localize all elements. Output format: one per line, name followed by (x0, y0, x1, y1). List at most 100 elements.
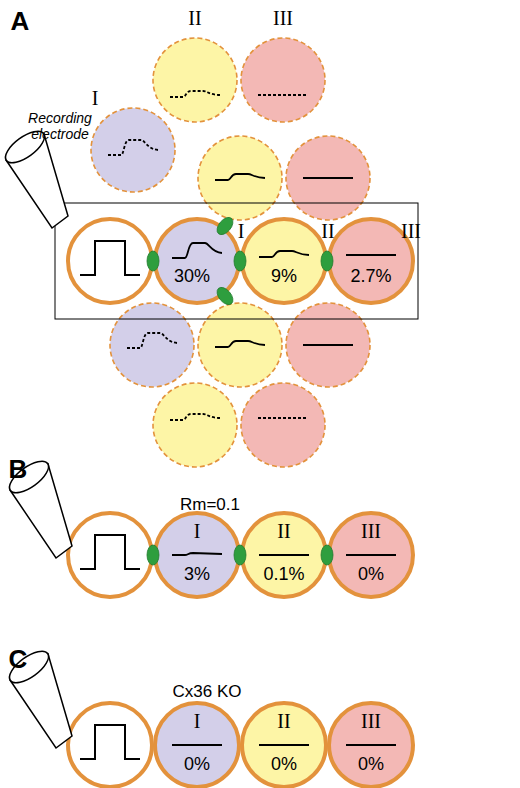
recorded-cell (68, 703, 152, 787)
cell-number: II (277, 520, 290, 542)
cell-circle (241, 38, 325, 122)
coupling-percent: 2.7% (350, 267, 391, 287)
coupling-percent: 3% (184, 565, 210, 585)
gap-junction (321, 545, 333, 565)
recorded-cell (68, 513, 152, 597)
cell-node: II 0.1% (240, 511, 328, 599)
cell-circle (242, 219, 326, 303)
voltage-trace (259, 744, 309, 746)
cell-number: I (92, 87, 99, 109)
panel-letter: A (11, 7, 30, 37)
neighbor-cell (241, 383, 325, 467)
current-pulse (80, 535, 140, 569)
gap-junction (214, 284, 236, 307)
cell-node: II (151, 36, 239, 124)
cell-circle (242, 513, 326, 597)
cell-number: III (361, 520, 381, 542)
cell-node: I 3% (153, 511, 241, 599)
voltage-trace (108, 140, 158, 155)
current-pulse (80, 241, 140, 275)
voltage-trace (346, 554, 396, 556)
cell-circle (91, 108, 175, 192)
recording-electrode (5, 645, 72, 748)
voltage-trace (172, 243, 222, 258)
cell-circle (329, 513, 413, 597)
cell-number: II (188, 7, 201, 29)
voltage-trace (172, 553, 222, 555)
cell-node: III 0% (327, 511, 415, 599)
cell-outline (240, 217, 328, 305)
cell-node: III2.7% (327, 217, 415, 305)
coupling-percent: 0% (271, 755, 297, 775)
cell-node: III 0% (327, 701, 415, 788)
cell-circle (242, 703, 326, 787)
condition-label: Cx36 KO (173, 682, 242, 702)
cell-circle (155, 703, 239, 787)
coupling-percent: 0% (358, 565, 384, 585)
electrode-opening (5, 455, 54, 498)
cell-node: II 0% (240, 701, 328, 788)
neighbor-cell (198, 136, 282, 220)
voltage-trace (215, 341, 265, 347)
voltage-trace (127, 333, 177, 348)
cell-circle (329, 703, 413, 787)
cell-outline (239, 36, 327, 124)
gap-junction (214, 214, 236, 237)
cell-node: I0% (153, 701, 241, 788)
neighbor-cell (286, 136, 370, 220)
voltage-trace (258, 94, 308, 96)
neighbor-cell (198, 303, 282, 387)
cell-circle (329, 219, 413, 303)
neighbor-cell (110, 303, 194, 387)
coupling-percent: 0% (358, 755, 384, 775)
voltage-trace (258, 417, 308, 419)
electrode-label: Recording electrode (20, 110, 100, 142)
cell-number: I (238, 220, 245, 242)
cell-number: I (194, 520, 201, 542)
electrode-body (6, 134, 68, 228)
voltage-trace (170, 414, 220, 420)
cell-node: I30% (153, 217, 241, 305)
cell-circle (155, 219, 239, 303)
voltage-trace (346, 744, 396, 746)
recorded-cell (68, 219, 152, 303)
cell-outline (89, 106, 177, 194)
neighbor-cell (153, 383, 237, 467)
cell-node: I (89, 106, 177, 194)
voltage-trace (303, 344, 353, 346)
voltage-trace (215, 174, 265, 180)
cell-circle (155, 513, 239, 597)
gap-junction (147, 545, 159, 565)
cell-number: II (277, 710, 290, 732)
gap-junction (147, 251, 159, 271)
coupling-percent: 30% (174, 267, 210, 287)
condition-label: Rm=0.1 (180, 495, 240, 515)
voltage-trace (259, 554, 309, 556)
cell-node: III (239, 36, 327, 124)
voltage-trace (172, 744, 222, 746)
cell-number: II (321, 220, 334, 242)
panel-letter: B (9, 455, 28, 485)
cell-number: III (401, 220, 421, 242)
neighbor-cell (286, 303, 370, 387)
voltage-trace (259, 251, 309, 257)
cell-circle (153, 38, 237, 122)
coupling-percent: 9% (271, 267, 297, 287)
coupling-percent: 0.1% (263, 565, 304, 585)
gap-junction (234, 545, 246, 565)
panel-letter: C (9, 645, 28, 675)
cell-number: III (273, 7, 293, 29)
row-frame (55, 203, 418, 319)
gap-junction (234, 251, 246, 271)
cell-number: III (361, 710, 381, 732)
cell-outline (153, 217, 241, 305)
voltage-trace (303, 177, 353, 179)
current-pulse (80, 725, 140, 759)
cell-number: I (194, 710, 201, 732)
recording-electrode (5, 455, 72, 558)
cell-outline (151, 36, 239, 124)
electrode-opening (5, 645, 54, 688)
voltage-trace (170, 91, 220, 97)
voltage-trace (346, 254, 396, 256)
cell-node: II9% (240, 217, 328, 305)
